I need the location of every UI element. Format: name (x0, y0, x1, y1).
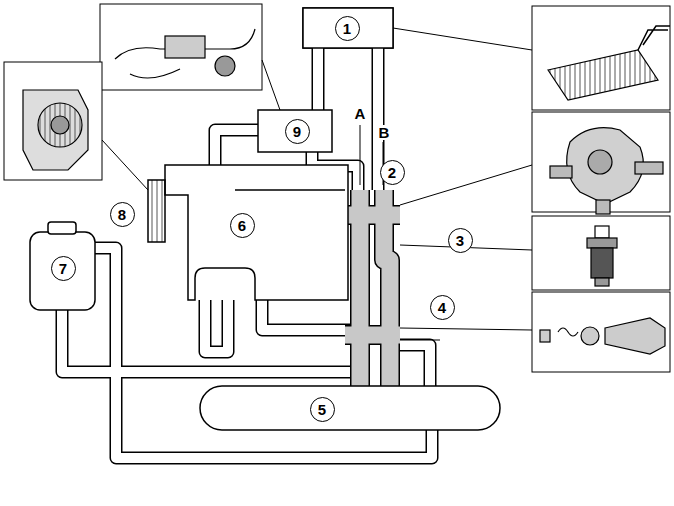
pipe-letter: B (378, 125, 391, 140)
callout-number: 2 (380, 160, 405, 185)
callout-text: 1 (343, 21, 351, 36)
callout-number: 9 (285, 119, 310, 144)
callout-number: 5 (310, 397, 335, 422)
callout-text: 6 (238, 218, 246, 233)
callout-text: 3 (456, 233, 464, 248)
callout-number: 7 (51, 256, 76, 281)
pipe-letter: A (354, 106, 367, 121)
callout-text: 7 (59, 261, 67, 276)
callout-text: 9 (293, 124, 301, 139)
callout-number: 1 (335, 16, 360, 41)
callout-number: 6 (230, 213, 255, 238)
callout-text: 4 (438, 300, 446, 315)
callout-text: 2 (388, 165, 396, 180)
callout-text: 5 (318, 402, 326, 417)
callout-number: 4 (430, 295, 455, 320)
callout-text: 8 (118, 207, 126, 222)
callout-number: 3 (448, 228, 473, 253)
callout-number: 8 (110, 202, 135, 227)
